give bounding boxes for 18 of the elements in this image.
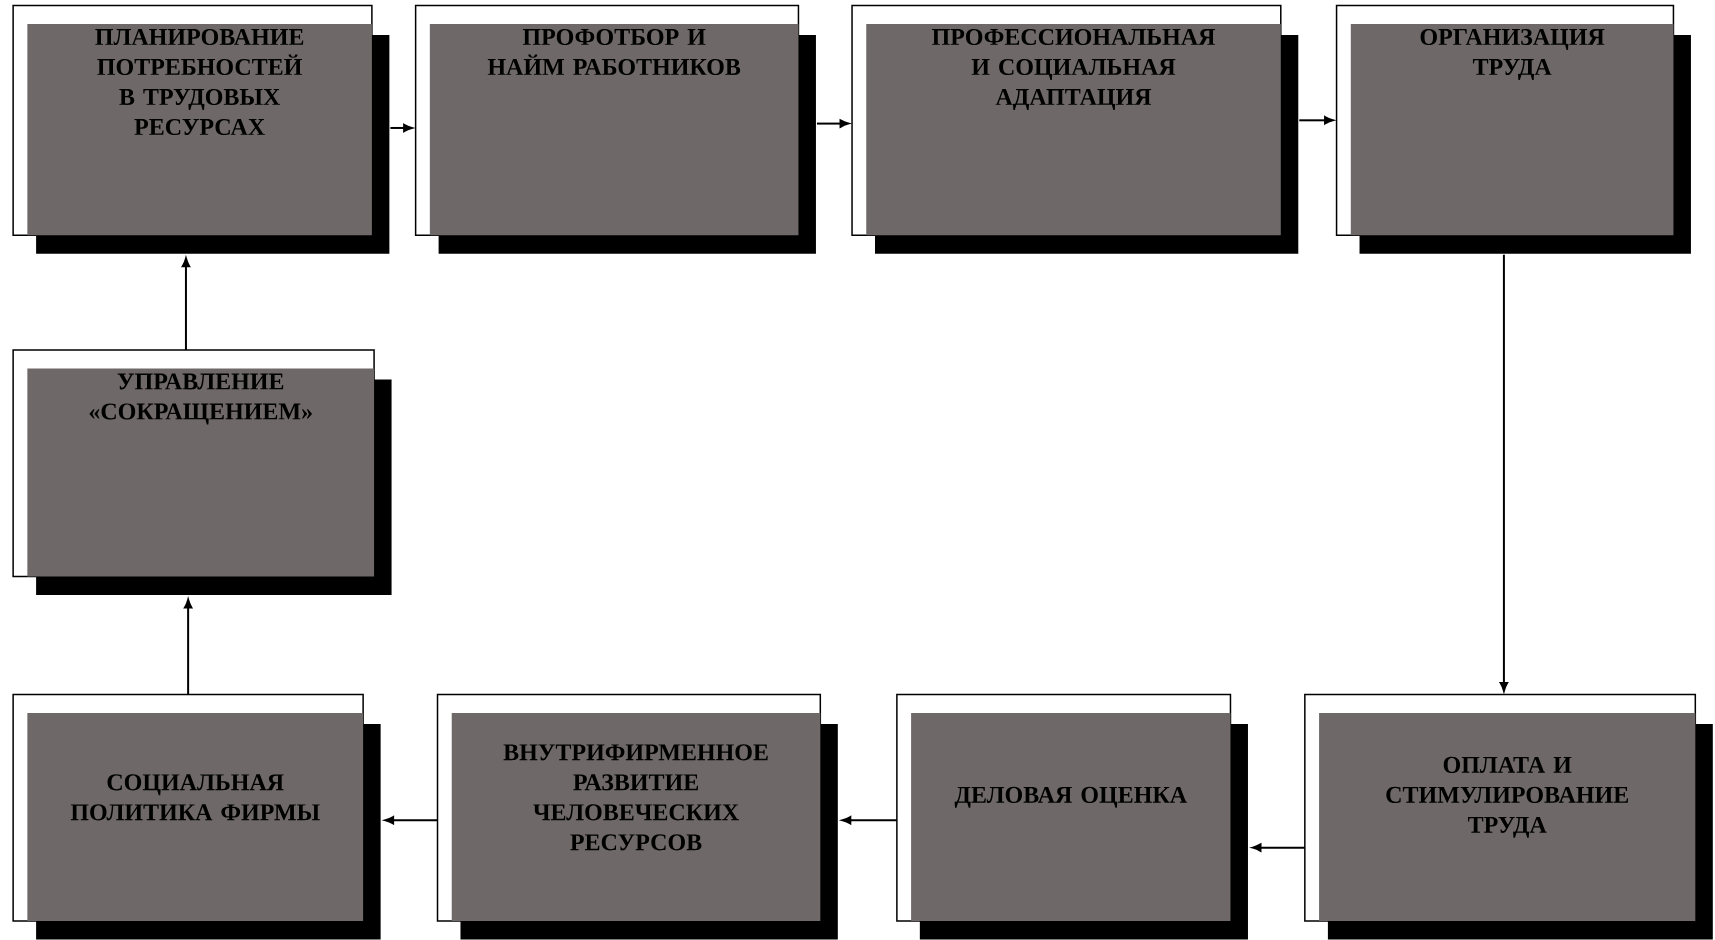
process-box: ПЛАНИРОВАНИЕ ПОТРЕБНОСТЕЙ В ТРУДОВЫХ РЕСУРСАХ xyxy=(12,4,390,254)
process-box: УПРАВЛЕНИЕ «СОКРАЩЕНИЕМ» xyxy=(12,349,392,595)
arrow xyxy=(181,257,191,351)
arrow xyxy=(389,123,413,133)
arrow xyxy=(1499,253,1509,692)
arrow xyxy=(815,119,850,128)
arrow xyxy=(841,816,898,825)
arrow xyxy=(384,816,439,825)
process-box: ДЕЛОВАЯ ОЦЕНКА xyxy=(896,693,1248,940)
process-box: ПРОФОТБОР И НАЙМ РАБОТНИКОВ xyxy=(414,4,816,254)
process-box: ОПЛАТА И СТИМУЛИРОВАНИЕ ТРУДА xyxy=(1304,693,1713,940)
process-box: ОРГАНИЗАЦИЯ ТРУДА xyxy=(1335,4,1691,254)
arrow xyxy=(1251,843,1306,852)
arrow xyxy=(183,598,193,696)
process-box: ПРОФЕССИОНАЛЬНАЯ И СОЦИАЛЬНАЯ АДАПТАЦИЯ xyxy=(851,4,1299,254)
arrow xyxy=(1298,116,1334,125)
process-box: СОЦИАЛЬНАЯ ПОЛИТИКА ФИРМЫ xyxy=(12,693,381,940)
process-box: ВНУТРИФИРМЕННОЕ РАЗВИТИЕ ЧЕЛОВЕЧЕСКИХ РЕСУРСОВ xyxy=(436,693,838,940)
